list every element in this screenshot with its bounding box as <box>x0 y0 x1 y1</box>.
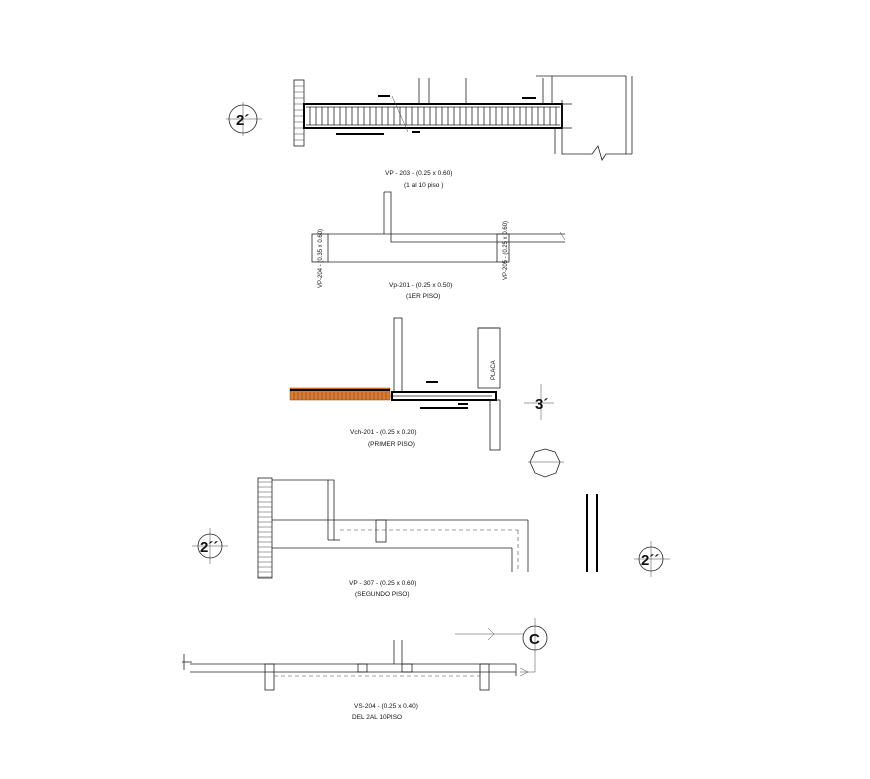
section-cut-marker-c: C <box>455 618 548 677</box>
beam-vp201-elevation <box>311 191 566 263</box>
beam-vs204-elevation <box>182 640 517 691</box>
beam-title-vch201: Vch-201 - (0.25 x 0.20) <box>350 429 416 436</box>
beam-title-vp201: Vp-201 - (0.25 x 0.50) <box>389 282 452 289</box>
column-tag-vp205: VP-205 - (0.25 x 0.60) <box>503 221 509 280</box>
beam-vp203-section <box>293 75 633 161</box>
column-hatch-left <box>294 85 304 141</box>
bubble-label: 2´´ <box>641 552 659 569</box>
column-tag-vp204: VP-204 - (0.35 x 0.60) <box>318 229 324 288</box>
axis-bubble-2-right: 2´´ <box>634 541 670 577</box>
beam-title-vp307: VP - 307 - (0.25 x 0.60) <box>349 580 416 587</box>
bubble-label: 2´´ <box>200 539 218 556</box>
brick-hatch <box>293 392 387 400</box>
beam-subtitle-vch201: (PRIMER PISO) <box>368 441 415 448</box>
bubble-label: 3´ <box>535 396 548 413</box>
placa-tag: PLACA <box>491 360 497 380</box>
section-marker-polygon <box>528 448 564 478</box>
beam-subtitle-vs204: DEL 2AL 10PISO <box>352 714 402 721</box>
axis-bubble-2-left: 2´´ <box>192 528 228 564</box>
stirrups-vp203 <box>309 107 557 125</box>
column-hatch-vp307 <box>258 481 272 578</box>
beam-vp307-elevation <box>257 477 598 579</box>
beam-subtitle-vp201: (1ER PISO) <box>406 293 440 300</box>
beam-title-vp203: VP - 203 - (0.25 x 0.60) <box>385 170 452 177</box>
bubble-label: 2´ <box>236 112 249 129</box>
beam-subtitle-vp203: (1 al 10 piso ) <box>404 182 443 189</box>
beam-title-vs204: VS-204 - (0.25 x 0.40) <box>354 703 418 710</box>
beam-vch201-section <box>289 317 501 451</box>
axis-bubble-2-vp203: 2´ <box>226 102 262 136</box>
bubble-label: C <box>529 631 540 648</box>
beam-subtitle-vp307: (SEGUNDO PISO) <box>355 591 410 598</box>
axis-bubble-3: 3´ <box>524 384 554 420</box>
